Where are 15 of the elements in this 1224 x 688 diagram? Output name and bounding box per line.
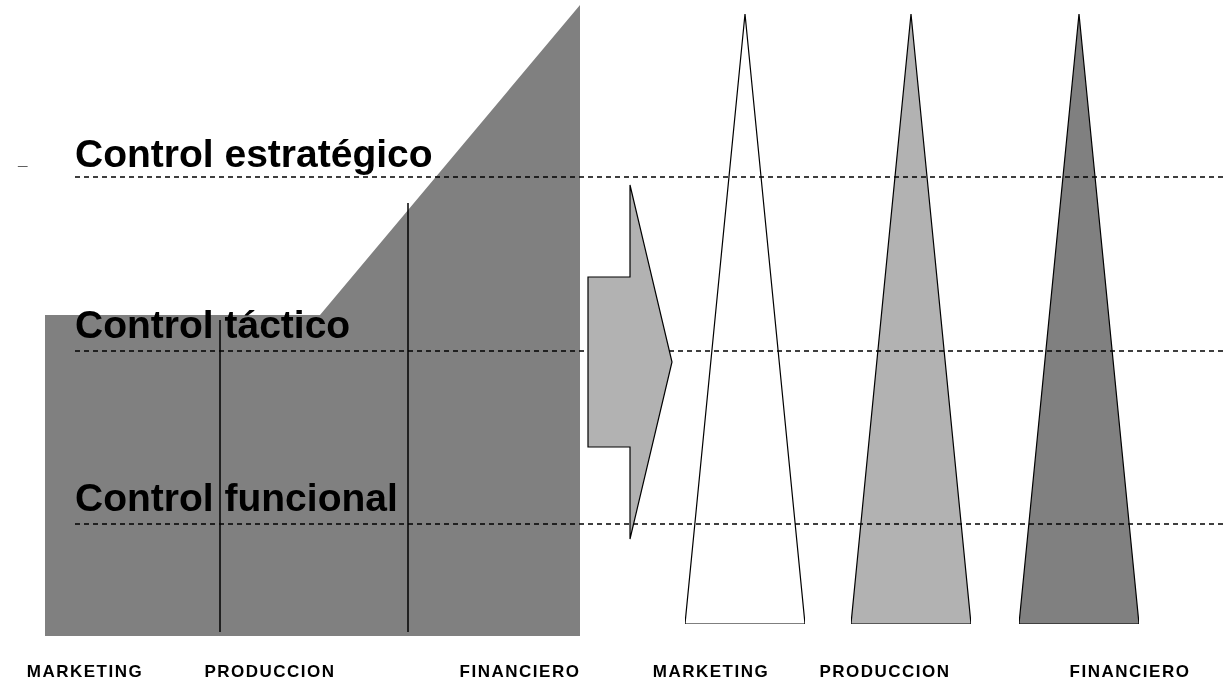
column-label: PRODUCCION [204,662,336,682]
triangle-shape [851,14,971,624]
triangle-shape [1019,14,1139,624]
column-label: PRODUCCION [819,662,951,682]
stepped-block-shape [45,5,580,636]
column-label: FINANCIERO [1069,662,1191,682]
triangle-shape [685,14,805,624]
block-arrow [587,184,673,540]
column-label: MARKETING [26,662,144,682]
column-label: FINANCIERO [459,662,581,682]
heading-text: Control táctico [75,303,351,347]
column-label: MARKETING [652,662,770,682]
heading-text: Control estratégico [75,132,433,176]
heading-text: Control funcional [75,476,398,520]
dash-mark: _ [18,150,29,170]
